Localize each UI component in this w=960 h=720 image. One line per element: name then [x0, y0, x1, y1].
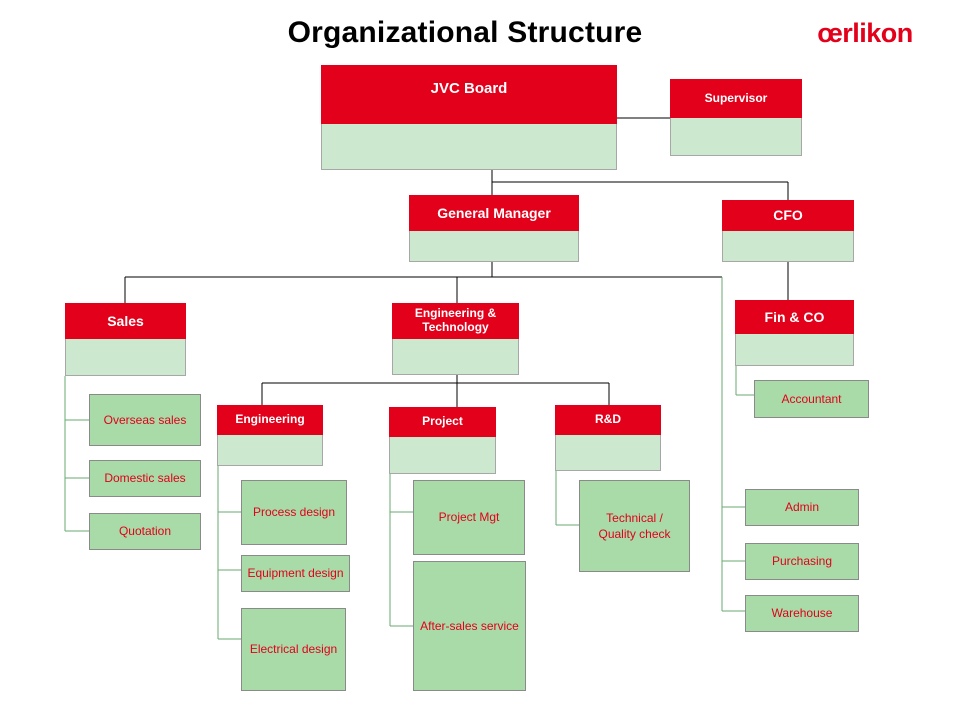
- unit-engineering-label: Engineering: [217, 405, 323, 435]
- unit-sales: Sales: [65, 303, 186, 376]
- function-project-mgt: Project Mgt: [413, 480, 525, 555]
- function-warehouse: Warehouse: [745, 595, 859, 632]
- unit-supervisor-label: Supervisor: [670, 79, 802, 118]
- function-quotation: Quotation: [89, 513, 201, 550]
- unit-engineering-technology-label: Engineering & Technology: [392, 303, 519, 339]
- function-process-design: Process design: [241, 480, 347, 545]
- function-electrical-design: Electrical design: [241, 608, 346, 691]
- unit-rnd: R&D: [555, 405, 661, 471]
- unit-cfo-label: CFO: [722, 200, 854, 231]
- unit-general-manager-label: General Manager: [409, 195, 579, 231]
- unit-engineering: Engineering: [217, 405, 323, 466]
- page-title: Organizational Structure: [287, 16, 643, 49]
- function-technical-quality-check: Technical / Quality check: [579, 480, 690, 572]
- function-admin: Admin: [745, 489, 859, 526]
- unit-rnd-label: R&D: [555, 405, 661, 435]
- unit-jvc-board: JVC Board: [321, 65, 617, 170]
- unit-project-label: Project: [389, 407, 496, 437]
- unit-fin-co: Fin & CO: [735, 300, 854, 366]
- oerlikon-logo: œrlikon: [817, 18, 913, 48]
- function-overseas-sales: Overseas sales: [89, 394, 201, 446]
- function-accountant: Accountant: [754, 380, 869, 418]
- unit-fin-co-label: Fin & CO: [735, 300, 854, 334]
- unit-supervisor: Supervisor: [670, 79, 802, 156]
- function-after-sales-service: After-sales service: [413, 561, 526, 691]
- unit-general-manager: General Manager: [409, 195, 579, 262]
- function-domestic-sales: Domestic sales: [89, 460, 201, 497]
- unit-jvc-board-label: JVC Board: [321, 65, 617, 124]
- unit-project: Project: [389, 407, 496, 474]
- unit-cfo: CFO: [722, 200, 854, 262]
- function-purchasing: Purchasing: [745, 543, 859, 580]
- function-equipment-design: Equipment design: [241, 555, 350, 592]
- unit-engineering-technology: Engineering & Technology: [392, 303, 519, 375]
- unit-sales-label: Sales: [65, 303, 186, 339]
